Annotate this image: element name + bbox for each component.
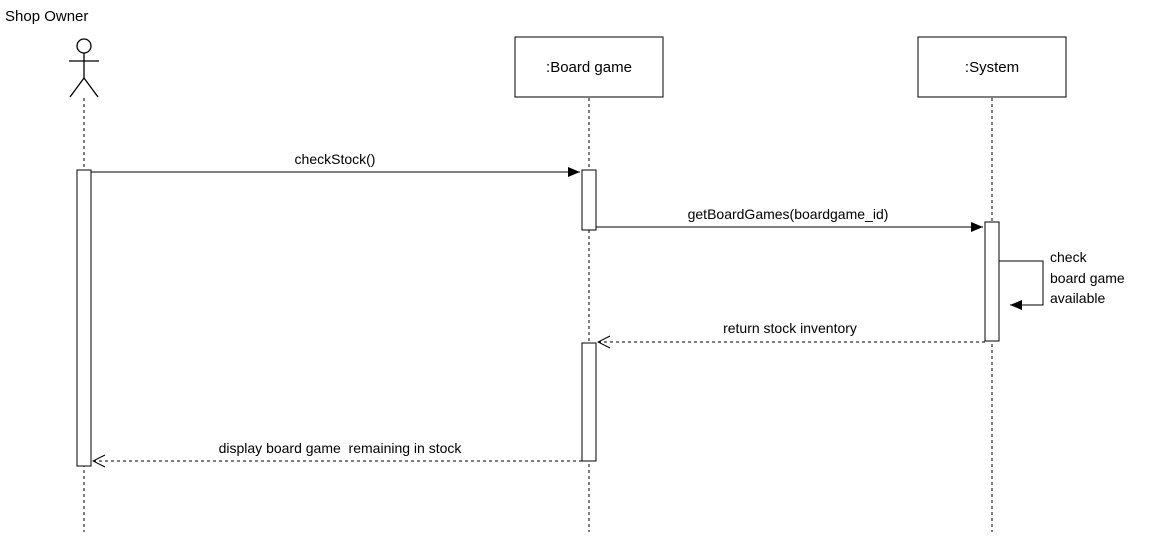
message-label: display board game remaining in stock [219, 440, 463, 456]
message-self-check-available: check board game available [999, 249, 1129, 310]
message-label-line: available [1050, 290, 1105, 306]
activation-bar-board-game-1 [581, 169, 597, 231]
message-return-stock-inventory: return stock inventory [598, 320, 985, 342]
message-label: return stock inventory [723, 320, 857, 336]
message-display-remaining-stock: display board game remaining in stock [93, 440, 582, 461]
activation-bar-board-game-2 [581, 342, 597, 462]
message-label: getBoardGames(boardgame_id) [688, 206, 889, 222]
lifeline-head-board-game: :Board game [514, 36, 664, 98]
actor-shop-owner: Shop Owner [5, 8, 99, 98]
message-label: check board game available [1050, 249, 1129, 306]
message-label-line: board game [1050, 270, 1125, 286]
lifeline-head-system: :System [917, 36, 1067, 98]
activation-bar-shop-owner [76, 169, 92, 467]
actor-stick-figure-icon [69, 38, 99, 98]
lifeline-label-board-game: :Board game [546, 59, 632, 76]
message-check-stock: checkStock() [91, 151, 580, 177]
activation-bar-system [984, 221, 1000, 342]
message-label-line: check [1050, 249, 1088, 265]
message-label: checkStock() [295, 151, 376, 167]
message-get-board-games: getBoardGames(boardgame_id) [596, 206, 983, 232]
lifeline-label-system: :System [965, 59, 1019, 76]
actor-name: Shop Owner [5, 8, 88, 25]
